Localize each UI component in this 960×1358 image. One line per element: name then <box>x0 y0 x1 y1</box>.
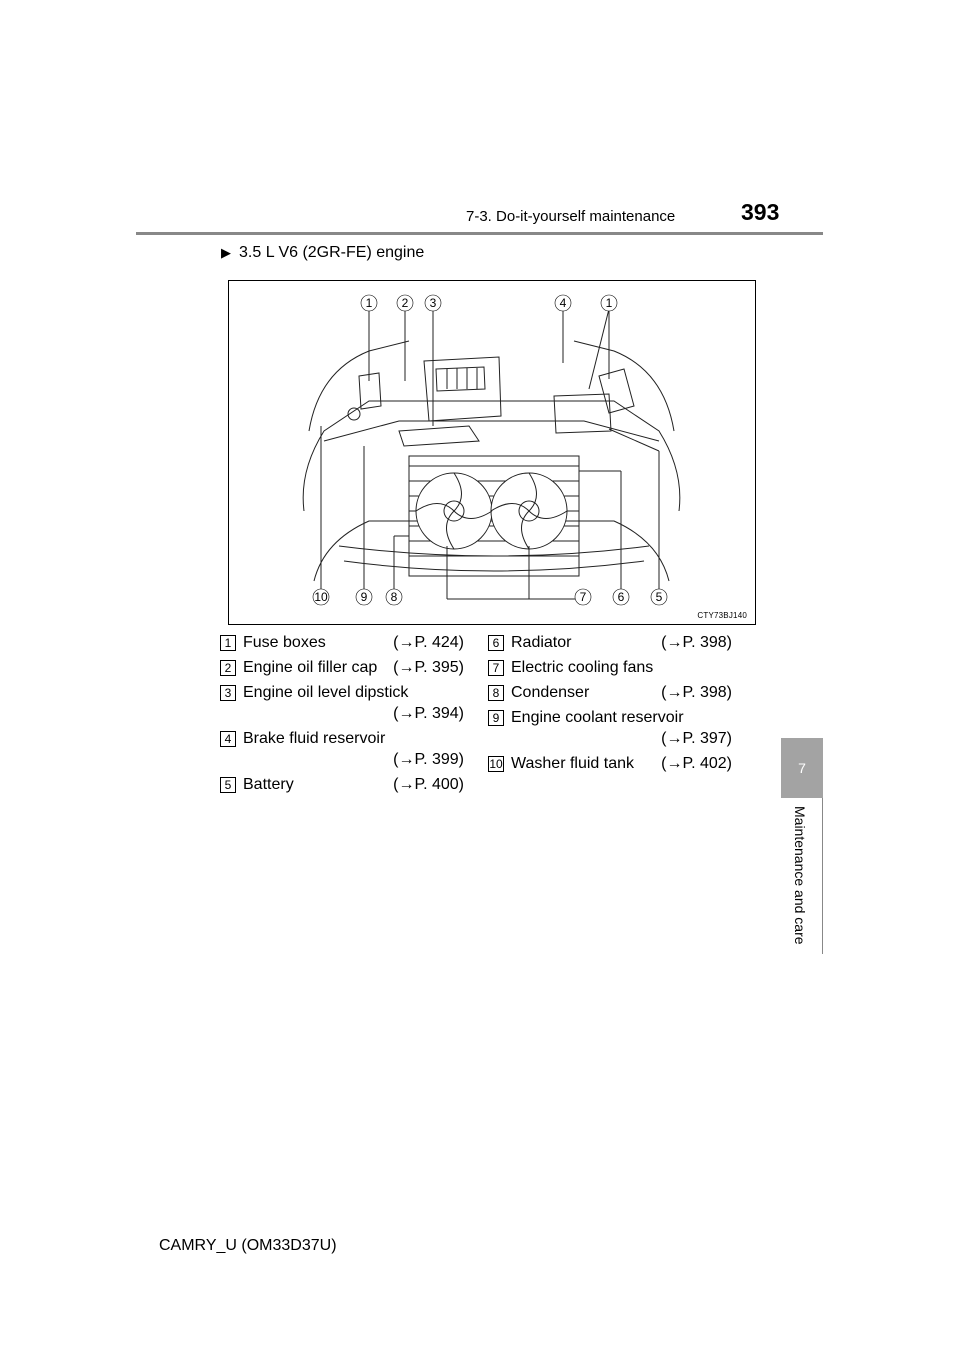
legend-item: 3 Engine oil level dipstick (→P. 394) <box>220 680 470 726</box>
legend-number: 5 <box>220 777 236 793</box>
page-reference[interactable]: (→P. 397) <box>661 730 732 747</box>
page-reference[interactable]: (→P. 400) <box>393 776 464 793</box>
legend-label: Washer fluid tank <box>511 755 635 772</box>
engine-heading: ▶ 3.5 L V6 (2GR-FE) engine <box>221 244 424 262</box>
legend-item: 5 Battery (→P. 400) <box>220 772 470 797</box>
legend-label: Electric cooling fans <box>511 659 654 676</box>
page-reference[interactable]: (→P. 398) <box>661 684 732 701</box>
callout-top-2: 2 <box>402 296 409 310</box>
header-rule <box>136 232 823 235</box>
legend-item: 1 Fuse boxes (→P. 424) <box>220 630 470 655</box>
legend-number: 2 <box>220 660 236 676</box>
figure-code: CTY73BJ140 <box>697 611 747 620</box>
legend-item: 9 Engine coolant reservoir (→P. 397) <box>488 705 738 751</box>
legend-number: 4 <box>220 731 236 747</box>
legend-item: 10 Washer fluid tank (→P. 402) <box>488 751 738 776</box>
right-triangle-icon: ▶ <box>221 245 231 260</box>
legend-item: 8 Condenser (→P. 398) <box>488 680 738 705</box>
legend-label: Engine coolant reservoir <box>511 709 684 726</box>
callout-top-4: 4 <box>560 296 567 310</box>
legend-label: Fuse boxes <box>243 634 326 651</box>
legend-item: 4 Brake fluid reservoir (→P. 399) <box>220 726 470 772</box>
legend-number: 8 <box>488 685 504 701</box>
callout-top-1: 1 <box>366 296 373 310</box>
section-title: 7-3. Do-it-yourself maintenance <box>466 208 676 225</box>
page-reference[interactable]: (→P. 395) <box>393 659 464 676</box>
chapter-label: Maintenance and care <box>792 806 808 945</box>
page-reference[interactable]: (→P. 394) <box>393 705 464 722</box>
page-reference[interactable]: (→P. 424) <box>393 634 464 651</box>
legend-left: 1 Fuse boxes (→P. 424) 2 Engine oil fill… <box>220 630 470 797</box>
callout-bottom-8: 8 <box>391 590 398 604</box>
document-footer: CAMRY_U (OM33D37U) <box>159 1237 337 1254</box>
callout-bottom-7: 7 <box>580 590 587 604</box>
legend-right: 6 Radiator (→P. 398) 7 Electric cooling … <box>488 630 738 776</box>
page-number: 393 <box>741 199 780 225</box>
legend-label: Engine oil level dipstick <box>243 684 409 701</box>
callout-bottom-5: 5 <box>656 590 663 604</box>
legend-item: 6 Radiator (→P. 398) <box>488 630 738 655</box>
engine-illustration: 1 2 3 4 1 10 9 8 7 6 5 CTY73BJ140 <box>228 280 756 625</box>
callout-bottom-9: 9 <box>361 590 368 604</box>
legend-label: Radiator <box>511 634 572 651</box>
legend-label: Engine oil filler cap <box>243 659 378 676</box>
legend-number: 9 <box>488 710 504 726</box>
callout-top-3: 3 <box>430 296 437 310</box>
legend-label: Brake fluid reservoir <box>243 730 386 747</box>
legend-number: 7 <box>488 660 504 676</box>
chapter-tab-line <box>822 798 823 954</box>
engine-bay-drawing: 1 2 3 4 1 10 9 8 7 6 5 <box>302 294 681 606</box>
legend-number: 10 <box>488 756 504 772</box>
page-reference[interactable]: (→P. 398) <box>661 634 732 651</box>
legend-number: 3 <box>220 685 236 701</box>
page-reference[interactable]: (→P. 402) <box>661 755 732 772</box>
legend-label: Battery <box>243 776 294 793</box>
legend-item: 2 Engine oil filler cap (→P. 395) <box>220 655 470 680</box>
callout-bottom-6: 6 <box>618 590 625 604</box>
legend-number: 6 <box>488 635 504 651</box>
legend-item: 7 Electric cooling fans <box>488 655 738 680</box>
callout-top-5: 1 <box>606 296 613 310</box>
legend-number: 1 <box>220 635 236 651</box>
callout-bottom-10: 10 <box>314 590 328 604</box>
chapter-tab[interactable]: 7 <box>781 738 823 798</box>
page-reference[interactable]: (→P. 399) <box>393 751 464 768</box>
legend-label: Condenser <box>511 684 590 701</box>
engine-heading-text: 3.5 L V6 (2GR-FE) engine <box>239 244 425 261</box>
